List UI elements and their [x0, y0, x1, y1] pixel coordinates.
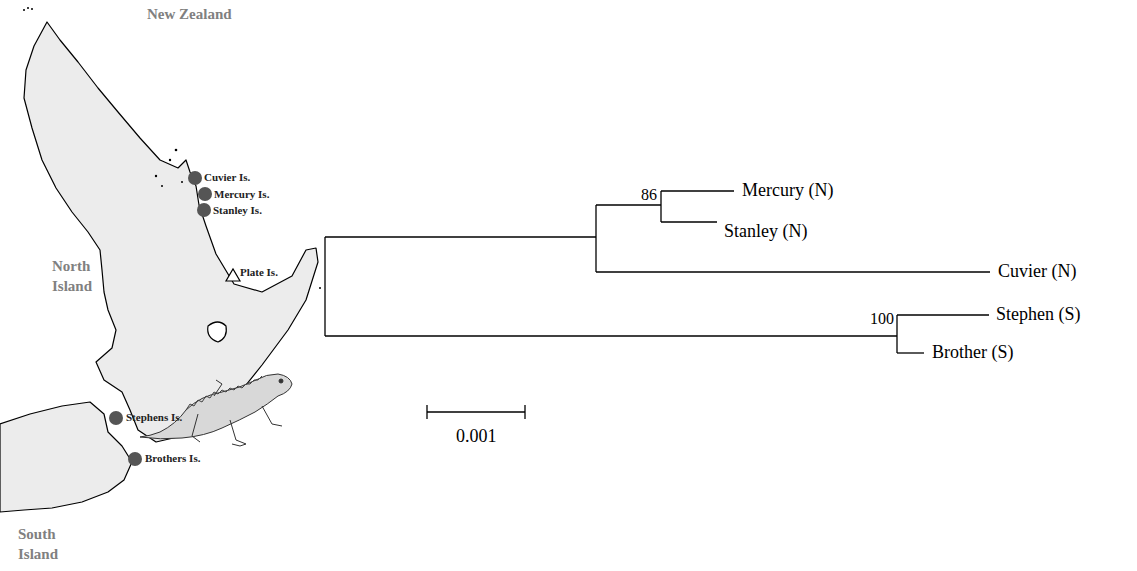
taxon-label: Stephen (S) [996, 304, 1081, 325]
bootstrap-value: 86 [641, 186, 657, 204]
island-name: Brothers Is. [145, 452, 200, 464]
region-name: South Island [18, 524, 70, 564]
taxon-label: Mercury (N) [742, 180, 833, 201]
island-name: Stephens Is. [126, 411, 182, 423]
scale-bar [427, 405, 525, 419]
bootstrap-value: 100 [870, 310, 894, 328]
country-name: New Zealand [147, 4, 232, 24]
region-name: North Island [52, 256, 104, 296]
north-island-outline [24, 22, 318, 442]
island-name: Stanley Is. [213, 204, 262, 216]
south-island-outline [0, 402, 132, 512]
phylogenetic-tree [325, 191, 990, 353]
taxon-label: Stanley (N) [724, 221, 807, 242]
island-name: Cuvier Is. [204, 171, 250, 183]
taxon-label: Brother (S) [932, 342, 1013, 363]
small-islets [23, 7, 321, 289]
tuatara-illustration [140, 374, 292, 446]
taxon-label: Cuvier (N) [998, 261, 1076, 282]
plate-island-triangle [226, 269, 240, 281]
scale-label: 0.001 [456, 426, 497, 447]
island-name: Plate Is. [240, 266, 278, 278]
island-name: Mercury Is. [214, 188, 269, 200]
